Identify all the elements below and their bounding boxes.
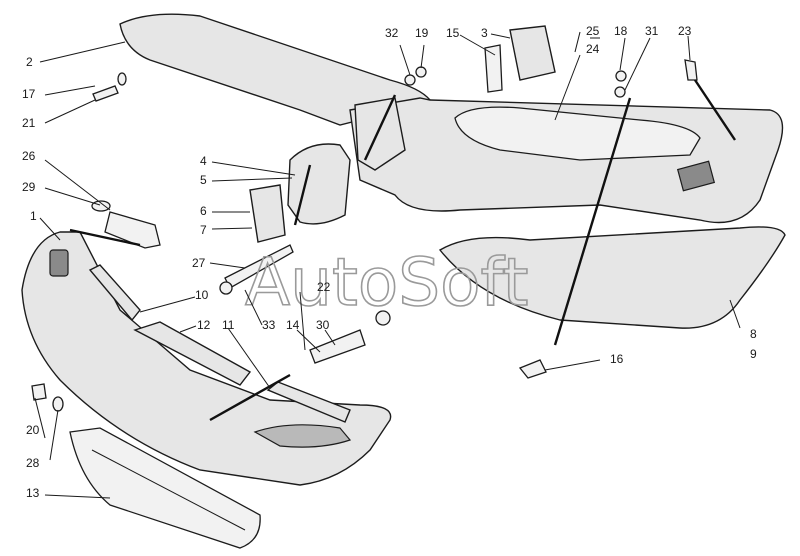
callout-17: 17: [22, 87, 36, 101]
callout-30: 30: [316, 318, 330, 332]
callout-24: 24: [586, 42, 600, 56]
callout-5: 5: [200, 173, 207, 187]
callout-6: 6: [200, 204, 207, 218]
callout-16: 16: [610, 352, 624, 366]
reinforcement-strips: [88, 264, 351, 423]
callout-13: 13: [26, 486, 40, 500]
callout-9: 9: [750, 347, 757, 361]
callout-10: 10: [195, 288, 209, 302]
callout-33: 33: [262, 318, 276, 332]
callout-3: 3: [481, 26, 488, 40]
callout-28: 28: [26, 456, 40, 470]
leader-lines: [34, 31, 741, 499]
callout-8: 8: [750, 327, 757, 341]
bottom-trim-panel: [69, 427, 261, 549]
front-bumper: [21, 231, 392, 486]
callout-32: 32: [385, 26, 399, 40]
mount-block: [484, 25, 556, 93]
callout-23: 23: [678, 24, 692, 38]
callout-4: 4: [200, 154, 207, 168]
callout-11: 11: [222, 318, 235, 332]
callout-18: 18: [614, 24, 628, 38]
callout-labels: 2 17 21 26 29 1 4 5 6 7 27 10 12 11 33 2…: [22, 24, 757, 500]
callout-19: 19: [415, 26, 429, 40]
callout-1: 1: [30, 209, 37, 223]
callout-26: 26: [22, 149, 36, 163]
rear-bumper-beam: [119, 13, 784, 224]
assembly-axes: [69, 79, 736, 422]
callout-27: 27: [192, 256, 206, 270]
callout-31: 31: [645, 24, 659, 38]
callout-14: 14: [286, 318, 300, 332]
callout-22: 22: [317, 280, 331, 294]
callout-15: 15: [446, 26, 460, 40]
callout-20: 20: [26, 423, 40, 437]
callout-2: 2: [26, 55, 33, 69]
callout-12: 12: [197, 318, 211, 332]
watermark: AutoSoft: [245, 244, 528, 321]
callout-7: 7: [200, 223, 207, 237]
callout-25: 25: [586, 24, 600, 38]
fasteners: [31, 59, 698, 412]
lower-bumper-lip: [438, 226, 786, 329]
callout-21: 21: [22, 116, 36, 130]
callout-29: 29: [22, 180, 36, 194]
